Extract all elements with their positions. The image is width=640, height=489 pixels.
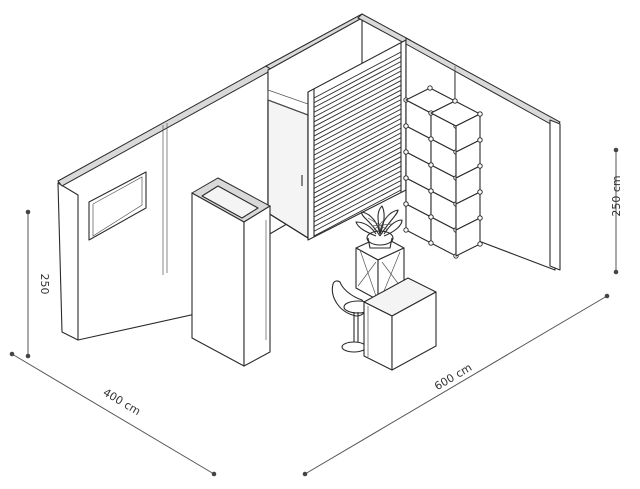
dimension-depth: 400 cm — [9, 351, 217, 477]
height-left-label: 250 — [38, 274, 51, 295]
dimension-width: 600 cm — [302, 293, 610, 477]
bar-chair-icon — [331, 280, 373, 353]
dimension-height-right: 250 cm — [610, 147, 623, 275]
reception-counter — [363, 277, 437, 371]
tv-screen — [88, 171, 147, 241]
cube-shelf — [403, 85, 483, 259]
potted-plant-icon — [355, 205, 403, 249]
tall-pillar — [190, 177, 272, 367]
width-label: 600 cm — [432, 361, 474, 393]
height-right-label: 250 cm — [610, 175, 623, 216]
dimension-height-left: 250 — [25, 209, 51, 359]
depth-label: 400 cm — [101, 386, 143, 418]
